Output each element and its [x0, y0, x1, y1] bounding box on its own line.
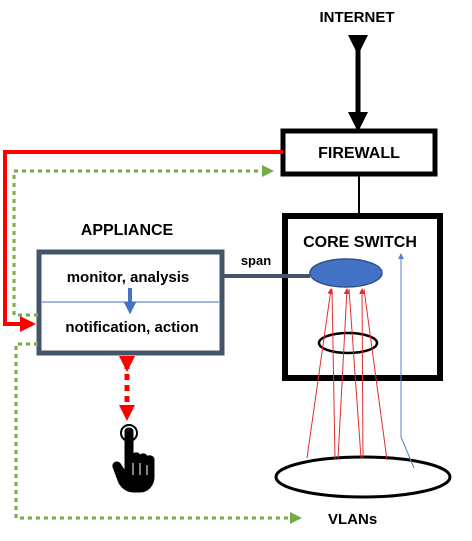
firewall-control-path	[12, 165, 274, 317]
traffic-line	[306, 288, 334, 459]
vlan-traffic-lines	[306, 253, 415, 469]
vlan-control-path	[14, 342, 302, 524]
hand-pointer-icon	[112, 424, 155, 493]
traffic-line	[331, 288, 336, 460]
vlans-ring	[274, 455, 452, 499]
traffic-line	[363, 288, 388, 461]
core-switch-node: CORE SWITCH	[282, 213, 443, 381]
core-switch-label: CORE SWITCH	[303, 234, 417, 251]
uplink-line	[400, 436, 415, 469]
span-label: span	[241, 253, 271, 268]
monitor-analysis-label: monitor, analysis	[67, 269, 190, 286]
firewall-label: FIREWALL	[318, 145, 400, 162]
alert-path	[3, 150, 283, 332]
traffic-line	[359, 288, 366, 459]
internet-label: INTERNET	[320, 9, 395, 26]
switch-ring	[317, 331, 379, 355]
notification-action-label: notification, action	[65, 319, 198, 336]
appliance-node: monitor, analysis notification, action	[36, 249, 225, 356]
monitor-port	[309, 258, 383, 288]
firewall-node: FIREWALL	[280, 128, 438, 177]
traffic-line	[337, 288, 350, 460]
vlans-label: VLANs	[328, 511, 377, 528]
traffic-line	[348, 288, 362, 459]
appliance-label: APPLIANCE	[81, 222, 174, 239]
